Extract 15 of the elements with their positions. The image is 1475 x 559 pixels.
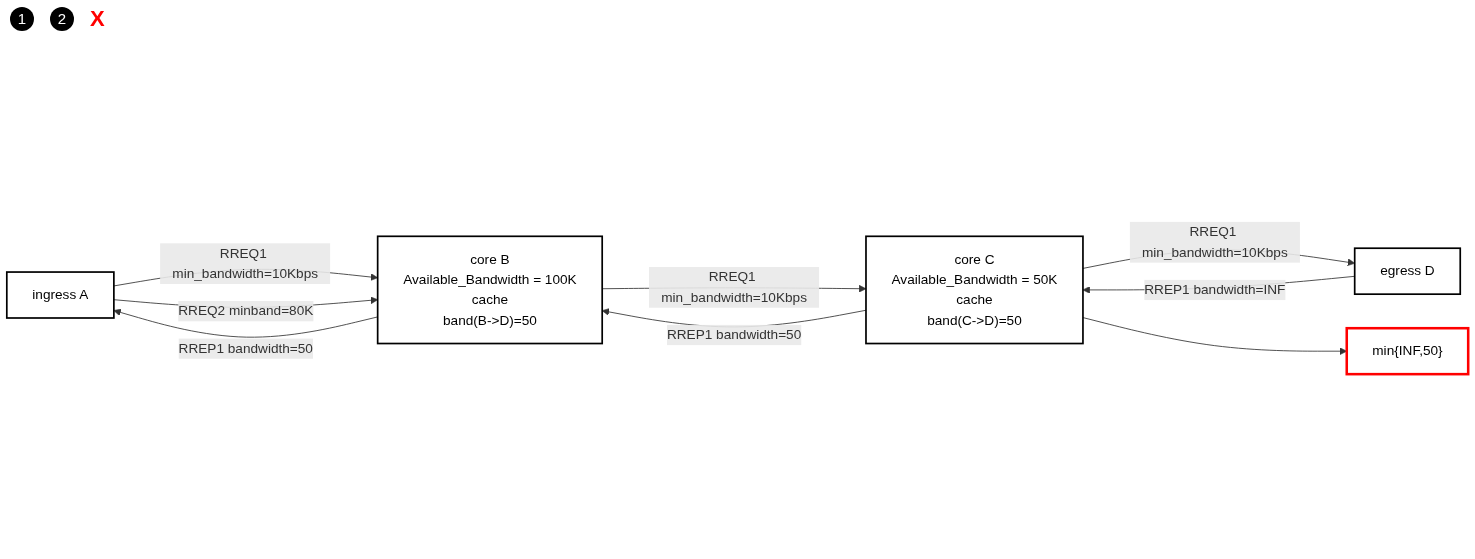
node-box: egress D: [1353, 247, 1462, 296]
node-box: core B Available_Bandwidth = 100K cache band(B->D)=50: [376, 235, 604, 345]
edge-label: RREQ2 minband=80K: [178, 303, 314, 318]
step-number: 2: [50, 7, 74, 31]
edge-label: RREQ1 min_bandwidth=10Kbps: [172, 245, 319, 281]
edge-label: RREQ1 min_bandwidth=10Kbps: [661, 269, 807, 305]
edge-label: RREP1 bandwidth=50: [178, 340, 313, 356]
step-number: 1: [10, 7, 34, 31]
node-box: ingress A: [5, 271, 115, 319]
edge-label: RREP1 bandwidth=50: [666, 327, 802, 342]
node-box: core C Available_Bandwidth = 50K cache band(C->D)=50: [865, 235, 1084, 345]
edge-label: RREQ1 min_bandwidth=10Kbps: [1141, 224, 1288, 260]
edge-label: RREP1 bandwidth=INF: [1144, 282, 1286, 297]
node-box: min{INF,50}: [1345, 326, 1470, 376]
failure-mark: X: [90, 6, 105, 32]
